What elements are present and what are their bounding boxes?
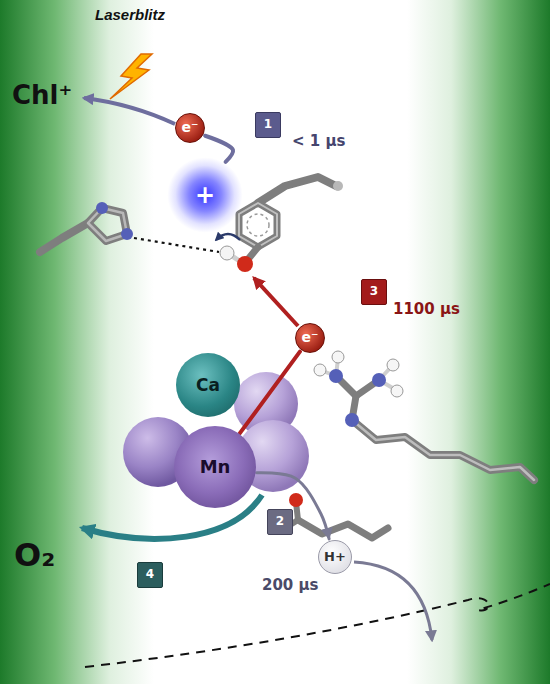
node-text: 1: [264, 118, 272, 131]
electron-circle: e⁻: [175, 113, 205, 143]
histidine-molecule: [88, 208, 127, 241]
lightning-bolt: [110, 54, 152, 99]
tyrosine-molecule: [239, 203, 277, 247]
oxygen-label: O₂: [14, 536, 55, 574]
callout-number: 4: [137, 562, 163, 588]
radical-glow: +: [167, 157, 243, 233]
hydrogen-bond: [134, 238, 219, 252]
tyrosine-molecule: [258, 177, 336, 203]
time-label: < 1 µs: [292, 132, 345, 150]
histidine-molecule: [40, 223, 88, 252]
electron-path: [84, 98, 298, 326]
arginine-molecule: [391, 385, 403, 397]
flash-label: Laserblitz: [95, 6, 165, 23]
node-text: e⁻: [302, 330, 319, 345]
histidine-molecule: [96, 202, 108, 214]
tyrosine-molecule: [237, 256, 253, 272]
node-text: 4: [146, 568, 154, 581]
histidine-molecule: [121, 228, 133, 240]
histidine-molecule: [88, 208, 127, 241]
node-text: Ca: [196, 376, 220, 395]
callout-number: 3: [361, 279, 387, 305]
arginine-molecule: [352, 420, 534, 480]
arginine-molecule: [352, 420, 534, 480]
node-text: 3: [370, 285, 378, 298]
arginine-molecule: [372, 373, 386, 387]
callout-number: 2: [267, 509, 293, 535]
callout-number: 1: [255, 112, 281, 138]
arginine-molecule: [314, 364, 326, 376]
time-label: 200 µs: [262, 576, 319, 594]
hydrogen-bond: [134, 238, 219, 252]
electron-circle: e⁻: [295, 323, 325, 353]
membrane-boundary: [85, 584, 550, 667]
glutamate-molecule: [289, 493, 303, 507]
lightning-bolt: [110, 54, 152, 99]
proton-release-arrow: [354, 562, 432, 640]
arginine-molecule: [314, 351, 534, 480]
arginine-molecule: [387, 359, 399, 371]
tyrosine-molecule: [333, 181, 343, 191]
proton-release-arrow: [354, 562, 432, 640]
glutamate-molecule: [298, 520, 388, 538]
proton-transfer-arrow: [257, 473, 330, 539]
membrane-boundary: [85, 584, 550, 667]
proton-circle: H+: [318, 540, 352, 574]
tyrosine-molecule: [216, 234, 240, 240]
tyrosine-molecule: [239, 203, 277, 247]
manganese-atom: Mn: [174, 426, 256, 508]
node-text: 2: [276, 515, 284, 528]
arginine-molecule: [345, 413, 359, 427]
node-text: Mn: [200, 457, 231, 477]
tyrosine-molecule: [247, 214, 269, 236]
node-text: e⁻: [182, 120, 199, 135]
electron-path: [84, 98, 175, 124]
node-text: H+: [324, 550, 346, 564]
calcium-atom: Ca: [176, 353, 240, 417]
node-text: +: [195, 182, 215, 208]
histidine-molecule: [40, 202, 133, 252]
electron-path: [254, 278, 298, 326]
time-label: 1100 µs: [393, 300, 460, 318]
electron-transfer-line: [240, 352, 300, 433]
arginine-molecule: [332, 351, 344, 363]
glutamate-molecule: [282, 493, 388, 538]
tyrosine-molecule: [220, 246, 234, 260]
arginine-molecule: [329, 369, 343, 383]
chlorophyll-label: Chl⁺: [12, 80, 72, 110]
